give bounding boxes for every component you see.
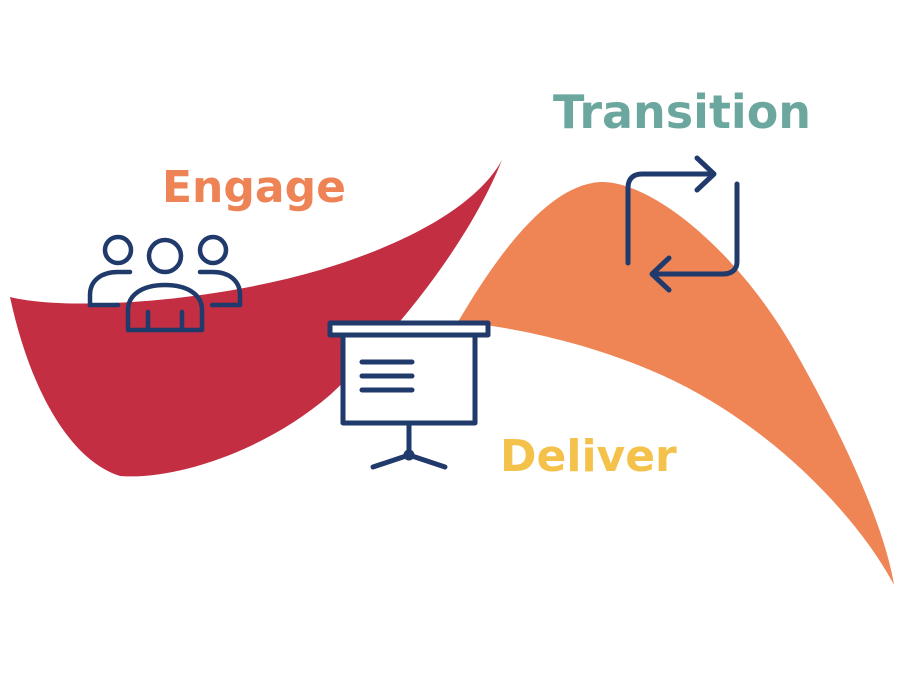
people-group-icon [87,234,243,333]
engage-wave-shape [10,160,502,477]
transition-label: Transition [553,85,811,139]
deliver-label: Deliver [500,431,677,482]
transition-wave-shape [458,181,894,585]
cycle-arrows-icon [625,155,740,293]
presentation-board-icon [327,320,491,470]
engage-label: Engage [162,162,346,213]
